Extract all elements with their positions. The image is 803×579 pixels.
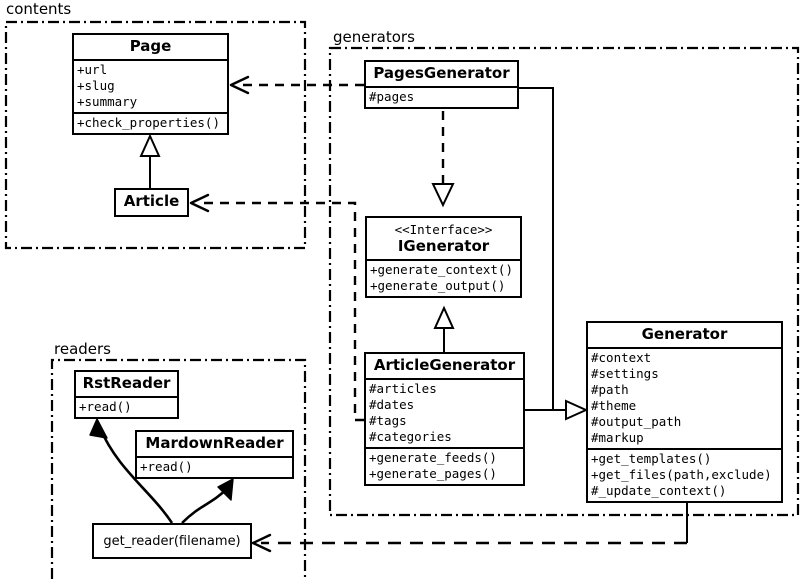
class-attribute: #output_path <box>591 414 682 430</box>
class-operations-markdownreader: +read() <box>137 456 292 477</box>
package-border-generators <box>328 46 800 517</box>
class-box-article[interactable]: Article <box>114 188 189 217</box>
class-attribute: +summary <box>77 94 138 110</box>
class-operation: +generate_context() <box>370 262 513 278</box>
class-operation: +generate_output() <box>370 278 506 294</box>
package-label-readers: readers <box>52 340 113 358</box>
arrow-dependency-getreader <box>251 533 272 553</box>
arrow-realization-igenerator <box>431 183 455 208</box>
package-border-contents <box>4 20 307 250</box>
class-operations-articlegenerator: +generate_feeds() +generate_pages() <box>366 447 523 484</box>
class-operations-igenerator: +generate_context() +generate_output() <box>367 259 520 296</box>
class-box-page[interactable]: Page +url +slug +summary +check_properti… <box>72 33 229 136</box>
class-attribute: #dates <box>369 397 415 413</box>
package-label-contents: contents <box>4 0 74 18</box>
line-getreader-to-rstreader <box>98 427 174 524</box>
class-name-page: Page <box>129 37 172 55</box>
class-operation: +read() <box>140 459 193 475</box>
class-attribute: #articles <box>369 381 437 397</box>
class-name-igenerator: <<Interface>> IGenerator <box>367 218 520 259</box>
class-box-articlegenerator[interactable]: ArticleGenerator #articles #dates #tags … <box>364 352 525 487</box>
arrow-dependency-article <box>189 193 210 213</box>
class-name-rstreader: RstReader <box>82 374 171 392</box>
line-getreader-to-markdownreader <box>181 487 229 524</box>
class-attribute: +url <box>77 62 108 78</box>
class-operation: +get_files(path,exclude) <box>591 467 772 483</box>
class-attribute: #pages <box>369 89 415 105</box>
class-name-article: Article <box>123 192 180 210</box>
class-operation: +read() <box>79 399 132 415</box>
class-attribute: #context <box>591 350 652 366</box>
class-name-generator: Generator <box>641 325 728 343</box>
class-attributes-generator: #context #settings #path #theme #output_… <box>588 347 781 448</box>
class-box-pagesgenerator[interactable]: PagesGenerator #pages <box>364 60 519 110</box>
arrow-generalization-page <box>139 133 161 157</box>
class-box-markdownreader[interactable]: MardownReader +read() <box>135 430 294 480</box>
class-name-pagesgenerator: PagesGenerator <box>373 64 510 82</box>
class-attribute: #tags <box>369 413 407 429</box>
class-attributes-page: +url +slug +summary <box>74 59 227 112</box>
line-articlegenerator-to-article <box>200 201 364 422</box>
class-attribute: #theme <box>591 398 637 414</box>
arrow-getreader-rstreader <box>89 418 108 439</box>
class-box-generator[interactable]: Generator #context #settings #path #them… <box>586 321 783 504</box>
class-box-rstreader[interactable]: RstReader +read() <box>74 370 179 420</box>
class-attribute: #settings <box>591 366 659 382</box>
class-operation: +check_properties() <box>77 115 220 131</box>
class-operation: +get_templates() <box>591 451 712 467</box>
class-attribute: #categories <box>369 429 452 445</box>
class-stereotype-igenerator: <<Interface>> <box>394 222 493 237</box>
class-attribute: #markup <box>591 430 644 446</box>
class-operation: +generate_feeds() <box>369 450 497 466</box>
class-operations-rstreader: +read() <box>76 396 177 417</box>
class-operation: #_update_context() <box>591 483 727 499</box>
arrow-generalization-generator <box>565 399 589 421</box>
class-name-text-igenerator: IGenerator <box>397 237 490 255</box>
class-name-articlegenerator: ArticleGenerator <box>373 356 516 374</box>
class-attribute: #path <box>591 382 629 398</box>
arrow-dependency-page <box>229 75 250 95</box>
package-border-readers <box>50 358 307 579</box>
arrow-generalization-igenerator <box>433 305 455 329</box>
line-pagesgenerator-to-generator <box>519 87 554 410</box>
class-operations-generator: +get_templates() +get_files(path,exclude… <box>588 448 781 501</box>
class-name-markdownreader: MardownReader <box>145 434 284 452</box>
class-attributes-pagesgenerator: #pages <box>366 86 517 107</box>
class-attribute: +slug <box>77 78 115 94</box>
class-operations-page: +check_properties() <box>74 112 227 133</box>
class-attributes-articlegenerator: #articles #dates #tags #categories <box>366 378 523 447</box>
function-box-label: get_reader(filename) <box>103 533 241 549</box>
class-box-igenerator[interactable]: <<Interface>> IGenerator +generate_conte… <box>365 216 522 299</box>
arrow-getreader-markdownreader <box>217 478 234 501</box>
class-operation: +generate_pages() <box>369 466 497 482</box>
package-label-generators: generators <box>331 28 417 46</box>
function-box-get-reader[interactable]: get_reader(filename) <box>92 523 252 559</box>
